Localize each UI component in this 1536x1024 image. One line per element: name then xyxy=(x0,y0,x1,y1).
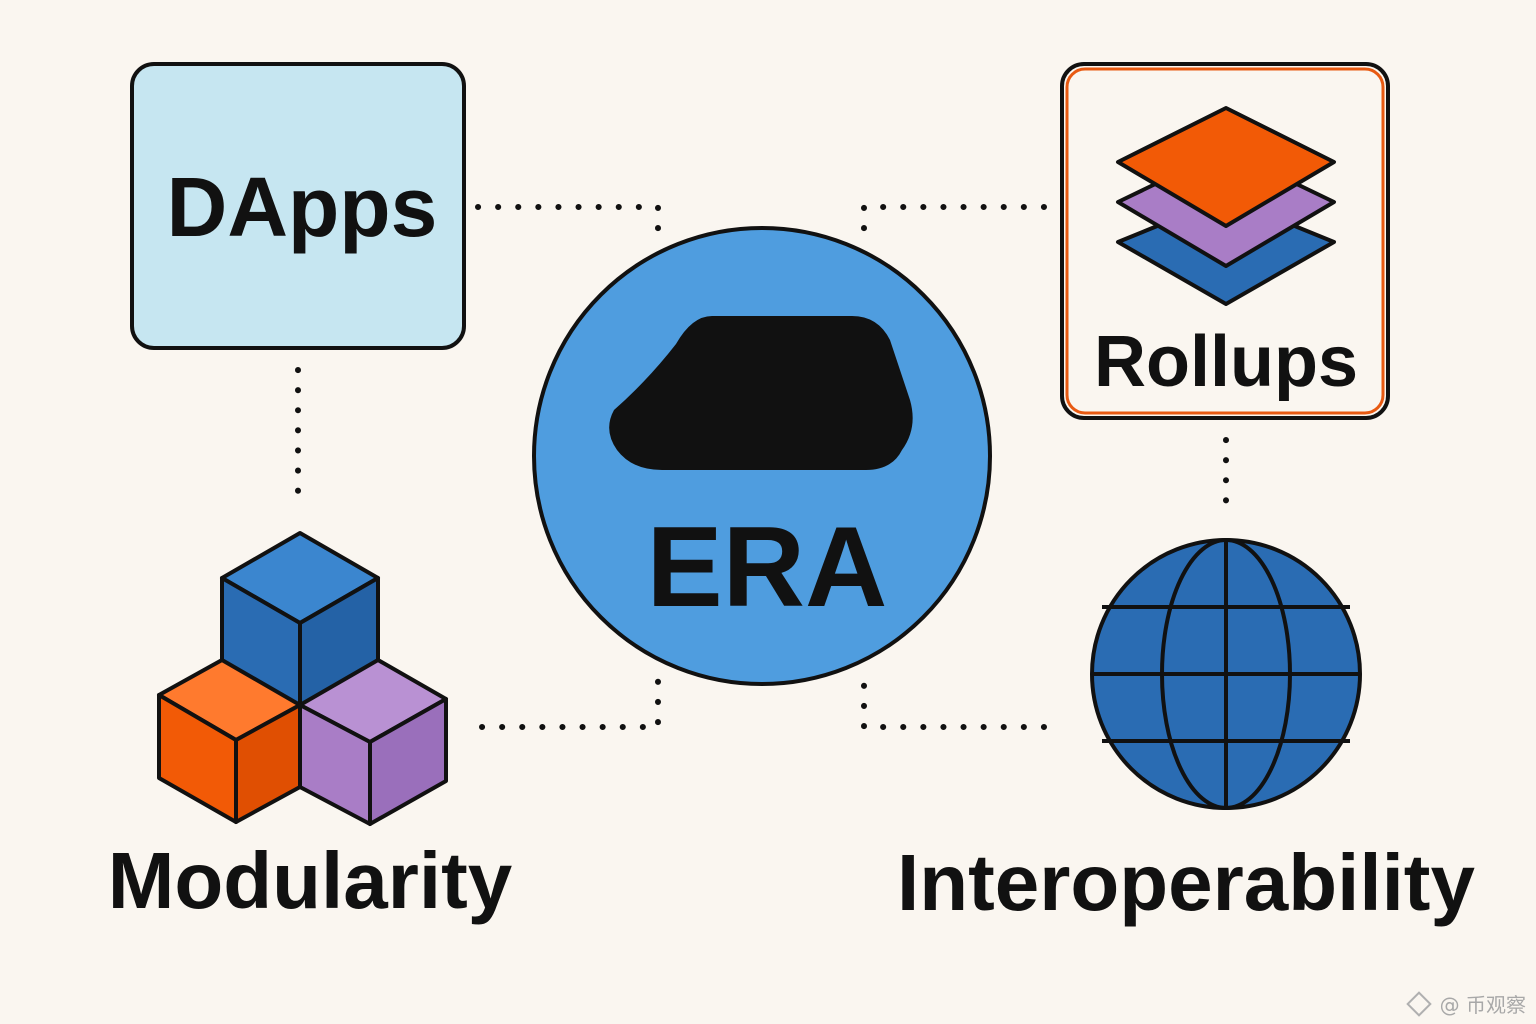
interoperability-label: Interoperability xyxy=(897,838,1475,927)
watermark-text: @ 币观察 xyxy=(1439,993,1526,1017)
layer-top xyxy=(1116,106,1336,228)
watermark-logo-icon xyxy=(1405,990,1432,1017)
rollups-label: Rollups xyxy=(1094,322,1358,402)
watermark: @ 币观察 xyxy=(1405,989,1526,1018)
modularity-label: Modularity xyxy=(108,836,513,925)
connectors xyxy=(295,204,1229,730)
stacked-layers-icon xyxy=(1116,106,1336,306)
connector-interoperability-era xyxy=(861,677,1047,730)
dapps-node: DApps xyxy=(130,62,466,350)
connector-rollups-era xyxy=(861,204,1047,235)
connector-dapps-era xyxy=(475,204,661,235)
era-label: ERA xyxy=(647,504,888,631)
rollups-node: Rollups xyxy=(1060,62,1390,420)
cubes-icon xyxy=(157,531,448,826)
era-logo-icon xyxy=(609,316,913,470)
globe-icon xyxy=(1090,538,1362,810)
connector-modularity-era xyxy=(479,677,661,730)
cube-blue xyxy=(220,531,380,708)
modularity-node: Modularity xyxy=(108,531,513,925)
dapps-box xyxy=(130,62,466,350)
interoperability-node: Interoperability xyxy=(897,538,1475,927)
dapps-label: DApps xyxy=(167,160,438,254)
cube-purple xyxy=(298,658,448,826)
era-node: ERA xyxy=(532,226,992,686)
